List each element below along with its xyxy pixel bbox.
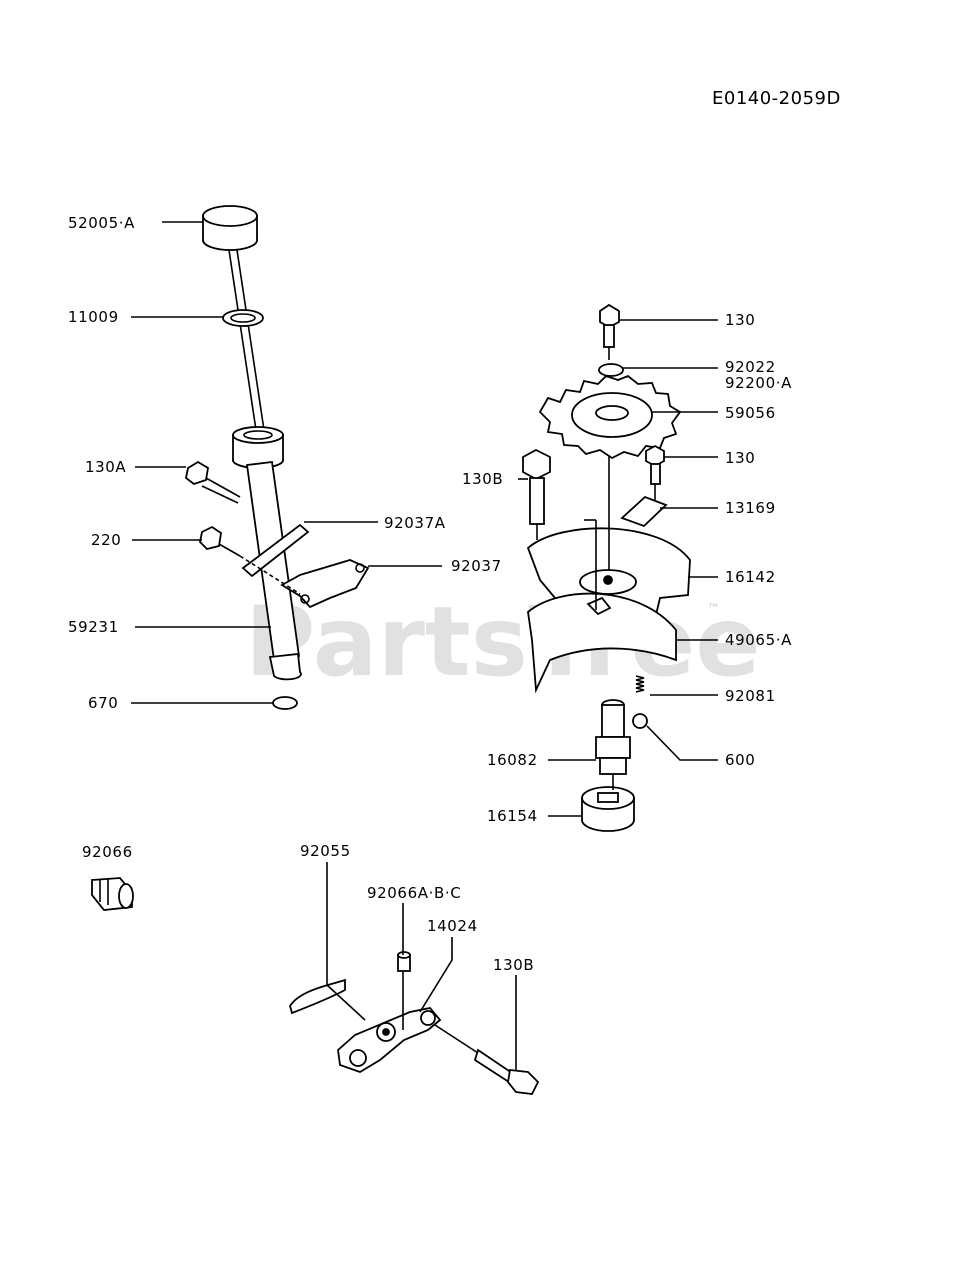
clip-13169[interactable] — [620, 495, 668, 528]
bolt-220-shank — [218, 543, 241, 557]
dipstick-rod-edge — [236, 249, 265, 431]
leader-92055-tail — [326, 984, 366, 1021]
label-16142: 16142 — [725, 568, 776, 586]
bolt-130a[interactable] — [185, 460, 241, 504]
pump-gear[interactable] — [538, 374, 682, 460]
label-220: 220 — [91, 531, 121, 549]
spring-92081[interactable] — [635, 675, 645, 693]
clamp-hole — [300, 594, 310, 604]
pump-cup[interactable] — [581, 786, 635, 832]
bolt-130b-guide — [434, 1024, 479, 1054]
dipstick-cap[interactable] — [202, 205, 258, 251]
o-ring-670[interactable] — [272, 696, 298, 710]
label-11009: 11009 — [68, 308, 119, 326]
label-130B-left: 130B — [462, 470, 503, 488]
plug-92066[interactable] — [91, 877, 134, 911]
label-59231: 59231 — [68, 618, 119, 636]
dipstick-rod — [228, 249, 257, 431]
label-92055: 92055 — [300, 842, 351, 860]
dipstick-assembly — [185, 205, 370, 710]
label-13169: 13169 — [725, 499, 776, 517]
bolt-92066abc[interactable] — [397, 951, 411, 972]
filler-tube-end — [268, 653, 302, 681]
ball-600[interactable] — [632, 713, 648, 729]
filler-tube-opening — [243, 430, 273, 440]
label-92081: 92081 — [725, 687, 776, 705]
bolt-220[interactable] — [199, 525, 241, 557]
label-16082: 16082 — [487, 751, 538, 769]
bolt-130-top[interactable] — [599, 303, 620, 348]
clamp-hole-2 — [355, 563, 365, 573]
filler-tube-head[interactable] — [232, 426, 284, 469]
diagram-code: E0140-2059D — [712, 88, 841, 109]
label-16154: 16154 — [487, 807, 538, 825]
label-130A: 130A — [85, 458, 126, 476]
watermark: PartsTree — [245, 586, 760, 698]
leader-600 — [646, 725, 718, 761]
label-92200A: 92200·A — [725, 374, 792, 392]
bolt-130b-left[interactable] — [522, 448, 551, 525]
label-49065A: 49065·A — [725, 631, 792, 649]
bolt-130a-thread-2 — [201, 485, 239, 504]
watermark-trademark: ™ — [707, 602, 720, 617]
leader-14024 — [419, 937, 453, 1013]
label-92037A: 92037A — [384, 514, 446, 532]
label-670: 670 — [88, 694, 118, 712]
o-ring[interactable] — [222, 309, 264, 327]
bolt-130b-bottom[interactable] — [473, 1048, 540, 1095]
label-59056: 59056 — [725, 404, 776, 422]
label-14024: 14024 — [427, 917, 478, 935]
label-52005A: 52005·A — [68, 214, 135, 232]
bolt-220-guide — [239, 555, 301, 595]
pump-shaft[interactable] — [595, 699, 631, 775]
governor-assembly — [91, 877, 540, 1095]
bolt-130-mid[interactable] — [645, 444, 665, 485]
label-92037: 92037 — [451, 557, 502, 575]
washer-92022[interactable] — [598, 363, 624, 377]
governor-lever[interactable] — [337, 1007, 442, 1073]
label-92066ABC: 92066A·B·C — [367, 884, 461, 902]
label-130B-bottom: 130B — [493, 956, 534, 974]
label-92022: 92022 — [725, 358, 776, 376]
label-92066: 92066 — [82, 843, 133, 861]
label-130-top: 130 — [725, 311, 755, 329]
label-600: 600 — [725, 751, 755, 769]
pump-housing[interactable] — [526, 527, 691, 694]
o-ring-inner — [230, 313, 256, 323]
label-130-mid: 130 — [725, 449, 755, 467]
oil-pump-assembly — [522, 303, 691, 832]
tube-bracket[interactable] — [241, 523, 310, 578]
gasket-92055[interactable] — [289, 978, 346, 1015]
bolt-130a-thread — [205, 477, 241, 498]
